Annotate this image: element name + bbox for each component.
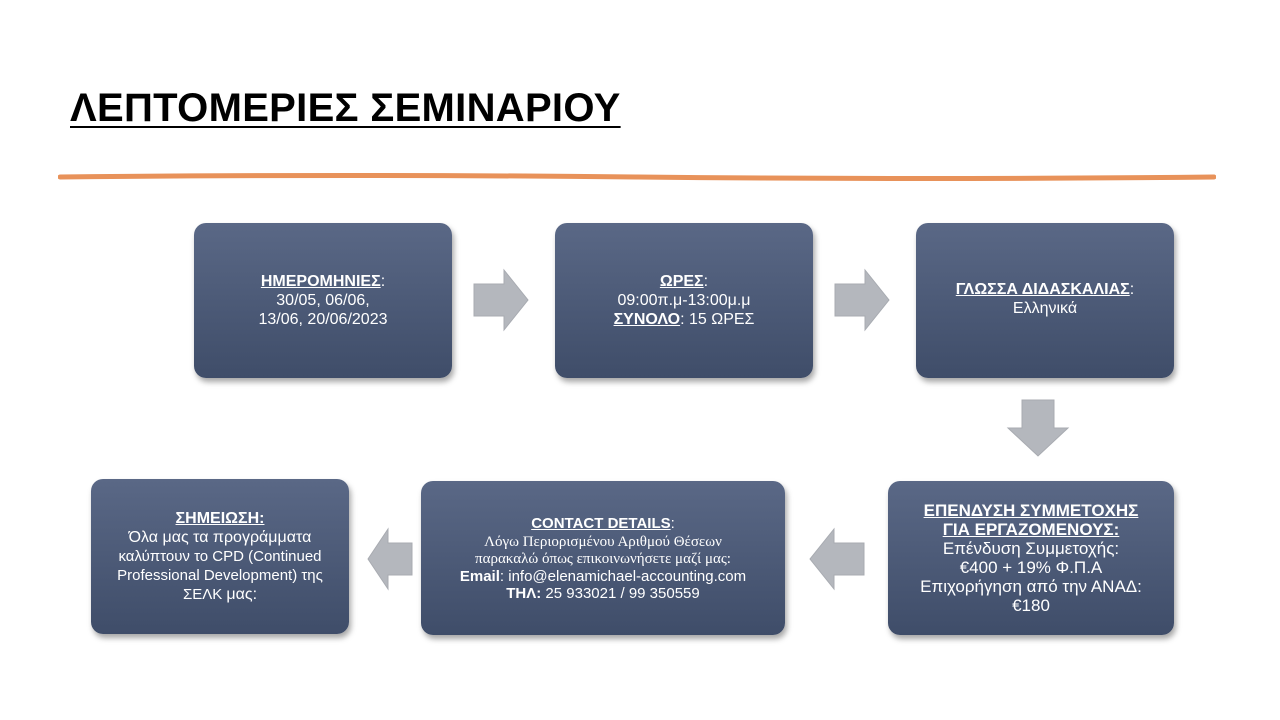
right-arrow-icon <box>473 268 529 332</box>
page-title: ΛΕΠΤΟΜΕΡΙΕΣ ΣΕΜΙΝΑΡΙΟΥ <box>70 86 621 130</box>
investment-line4: €180 <box>1012 596 1050 615</box>
contact-line1: Λόγω Περιορισμένου Αριθμού Θέσεων <box>484 533 722 550</box>
language-colon: : <box>1129 281 1135 298</box>
contact-email-label: Email <box>459 567 500 585</box>
dates-line1: 30/05, 06/06, <box>276 292 370 309</box>
left-arrow-icon <box>367 527 413 591</box>
dates-line2: 13/06, 20/06/2023 <box>258 311 388 328</box>
contact-email-line: Email: info@elenamichael-accounting.com <box>460 568 746 585</box>
hours-label-line: ΩΡΕΣ: <box>660 272 708 291</box>
investment-box: ΕΠΕΝΔΥΣΗ ΣΥΜΜΕΤΟΧΗΣ ΓΙΑ ΕΡΓΑΖΟΜΕΝΟΥΣ: Επ… <box>888 481 1174 635</box>
dates-label-line: ΗΜΕΡΟΜΗΝΙΕΣ: <box>261 272 385 291</box>
note-line4a: ΣΕΛΚ <box>182 586 227 603</box>
right-arrow-icon <box>834 268 890 332</box>
note-line1: Όλα μας τα προγράμματα <box>128 529 312 546</box>
language-label-line: ΓΛΩΣΣΑ ΔΙΔΑΣΚΑΛΙΑΣ: <box>956 280 1134 299</box>
investment-line1: Επένδυση Συμμετοχής: <box>942 539 1120 558</box>
contact-box: CONTACT DETAILS: Λόγω Περιορισμένου Αριθ… <box>421 481 785 635</box>
dates-label: ΗΜΕΡΟΜΗΝΙΕΣ <box>260 273 381 290</box>
hours-total-label: ΣΥΝΟΛΟ <box>613 311 681 328</box>
divider-line <box>58 173 1216 181</box>
investment-line3: Επιχορήγηση από την ΑΝΑΔ: <box>920 577 1142 596</box>
contact-colon: : <box>670 514 675 532</box>
note-line4: ΣΕΛΚ μας: <box>183 585 257 604</box>
investment-heading-line2: ΓΙΑ ΕΡΓΑΖΟΜΕΝΟΥΣ: <box>942 520 1120 539</box>
language-label: ΓΛΩΣΣΑ ΔΙΔΑΣΚΑΛΙΑΣ <box>955 281 1130 298</box>
down-arrow-icon <box>1006 399 1070 457</box>
note-line4b: μας: <box>226 586 258 603</box>
contact-heading-line: CONTACT DETAILS: <box>531 515 675 532</box>
contact-email-value[interactable]: : info@elenamichael-accounting.com <box>499 567 747 585</box>
note-line2: καλύπτουν το CPD (Continued <box>118 548 322 565</box>
left-arrow-icon <box>809 527 865 591</box>
contact-phone-value: 25 933021 / 99 350559 <box>541 584 700 602</box>
hours-label: ΩΡΕΣ <box>659 273 704 290</box>
note-heading: ΣΗΜΕΙΩΣΗ: <box>175 510 265 527</box>
dates-colon: : <box>380 273 386 290</box>
hours-total-line: ΣΥΝΟΛΟ: 15 ΩΡΕΣ <box>614 310 755 329</box>
language-box: ΓΛΩΣΣΑ ΔΙΔΑΣΚΑΛΙΑΣ: Ελληνικά <box>916 223 1174 378</box>
contact-phone-line: ΤΗΛ: 25 933021 / 99 350559 <box>506 585 699 602</box>
investment-heading-line1: ΕΠΕΝΔΥΣΗ ΣΥΜΜΕΤΟΧΗΣ <box>923 501 1139 520</box>
contact-line2: παρακαλώ όπως επικοινωνήσετε μαζί μας: <box>475 550 731 567</box>
hours-time: 09:00π.μ-13:00μ.μ <box>617 292 751 309</box>
language-value: Ελληνικά <box>1012 300 1078 317</box>
dates-box: ΗΜΕΡΟΜΗΝΙΕΣ: 30/05, 06/06, 13/06, 20/06/… <box>194 223 452 378</box>
contact-phone-label: ΤΗΛ: <box>506 584 542 602</box>
note-line3: Professional Development) της <box>117 567 323 584</box>
hours-colon: : <box>703 273 709 290</box>
investment-line2: €400 + 19% Φ.Π.Α <box>959 558 1103 577</box>
note-box: ΣΗΜΕΙΩΣΗ: Όλα μας τα προγράμματα καλύπτο… <box>91 479 349 634</box>
hours-box: ΩΡΕΣ: 09:00π.μ-13:00μ.μ ΣΥΝΟΛΟ: 15 ΩΡΕΣ <box>555 223 813 378</box>
hours-total-value: : 15 ΩΡΕΣ <box>680 311 755 328</box>
contact-heading: CONTACT DETAILS <box>531 514 671 532</box>
